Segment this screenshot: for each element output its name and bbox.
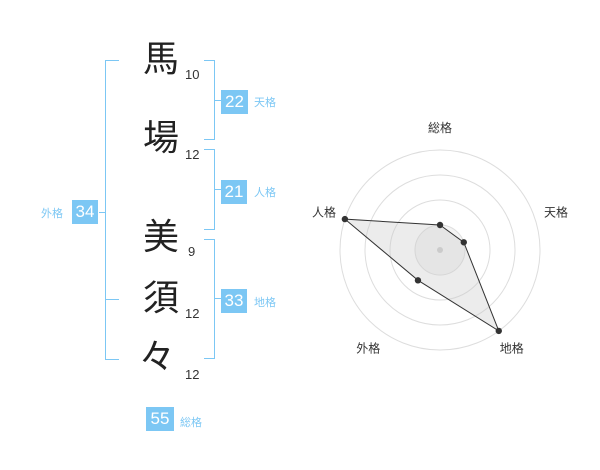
tenkaku-bracket [204, 60, 215, 140]
gaikaku-label: 外格 [41, 207, 63, 220]
gaikaku-value-badge: 34 [72, 200, 98, 224]
gaikaku-bracket-middle-tick [105, 299, 119, 300]
radar-ring-2 [389, 199, 491, 301]
radar-axis-label-4: 外格 [356, 341, 380, 356]
tenkaku-value-badge: 22 [221, 90, 248, 114]
radar-axis-label-1: 総格 [428, 120, 452, 135]
radar-axis-label-3: 地格 [500, 341, 524, 356]
jinkaku-value-badge: 21 [221, 180, 247, 204]
radar-data-points [341, 215, 502, 335]
gaikaku-bracket-outer-tick [99, 212, 105, 213]
radar-point-1 [436, 221, 444, 229]
jinkaku-bracket-tick [215, 189, 221, 190]
stroke-count-1: 10 [185, 67, 200, 82]
name-char-5: 々 [138, 337, 175, 378]
jinkaku-bracket [204, 149, 215, 230]
radar-grid [339, 149, 541, 351]
name-char-4: 須 [142, 278, 179, 319]
name-char-3: 美 [142, 217, 179, 258]
radar-axis-label-2: 天格 [544, 204, 568, 219]
radar-ring-3 [364, 174, 516, 326]
soukaku-value-badge: 55 [146, 407, 174, 431]
chikaku-value-badge: 33 [221, 289, 247, 313]
tenkaku-bracket-tick [215, 100, 221, 101]
radar-point-5 [341, 215, 349, 223]
radar-point-4 [414, 277, 422, 284]
radar-point-2 [460, 239, 467, 246]
radar-axis-label-5: 人格 [312, 204, 336, 219]
radar-center-dot [437, 247, 443, 253]
name-char-1: 馬 [142, 39, 179, 80]
radar-ring-4 [339, 149, 541, 351]
tenkaku-label: 天格 [254, 96, 276, 109]
soukaku-label: 総格 [180, 416, 202, 429]
name-char-2: 場 [142, 118, 179, 159]
chikaku-label: 地格 [254, 296, 276, 309]
radar-data-area [343, 218, 500, 333]
gaikaku-bracket [105, 60, 119, 360]
stroke-count-5: 12 [185, 367, 200, 382]
jinkaku-label: 人格 [254, 186, 276, 199]
chikaku-bracket [204, 239, 215, 359]
chikaku-bracket-tick [215, 298, 221, 299]
stroke-count-2: 12 [185, 147, 200, 162]
stroke-count-4: 12 [185, 306, 200, 321]
radar-point-3 [495, 327, 502, 335]
stroke-count-3: 9 [188, 244, 196, 259]
